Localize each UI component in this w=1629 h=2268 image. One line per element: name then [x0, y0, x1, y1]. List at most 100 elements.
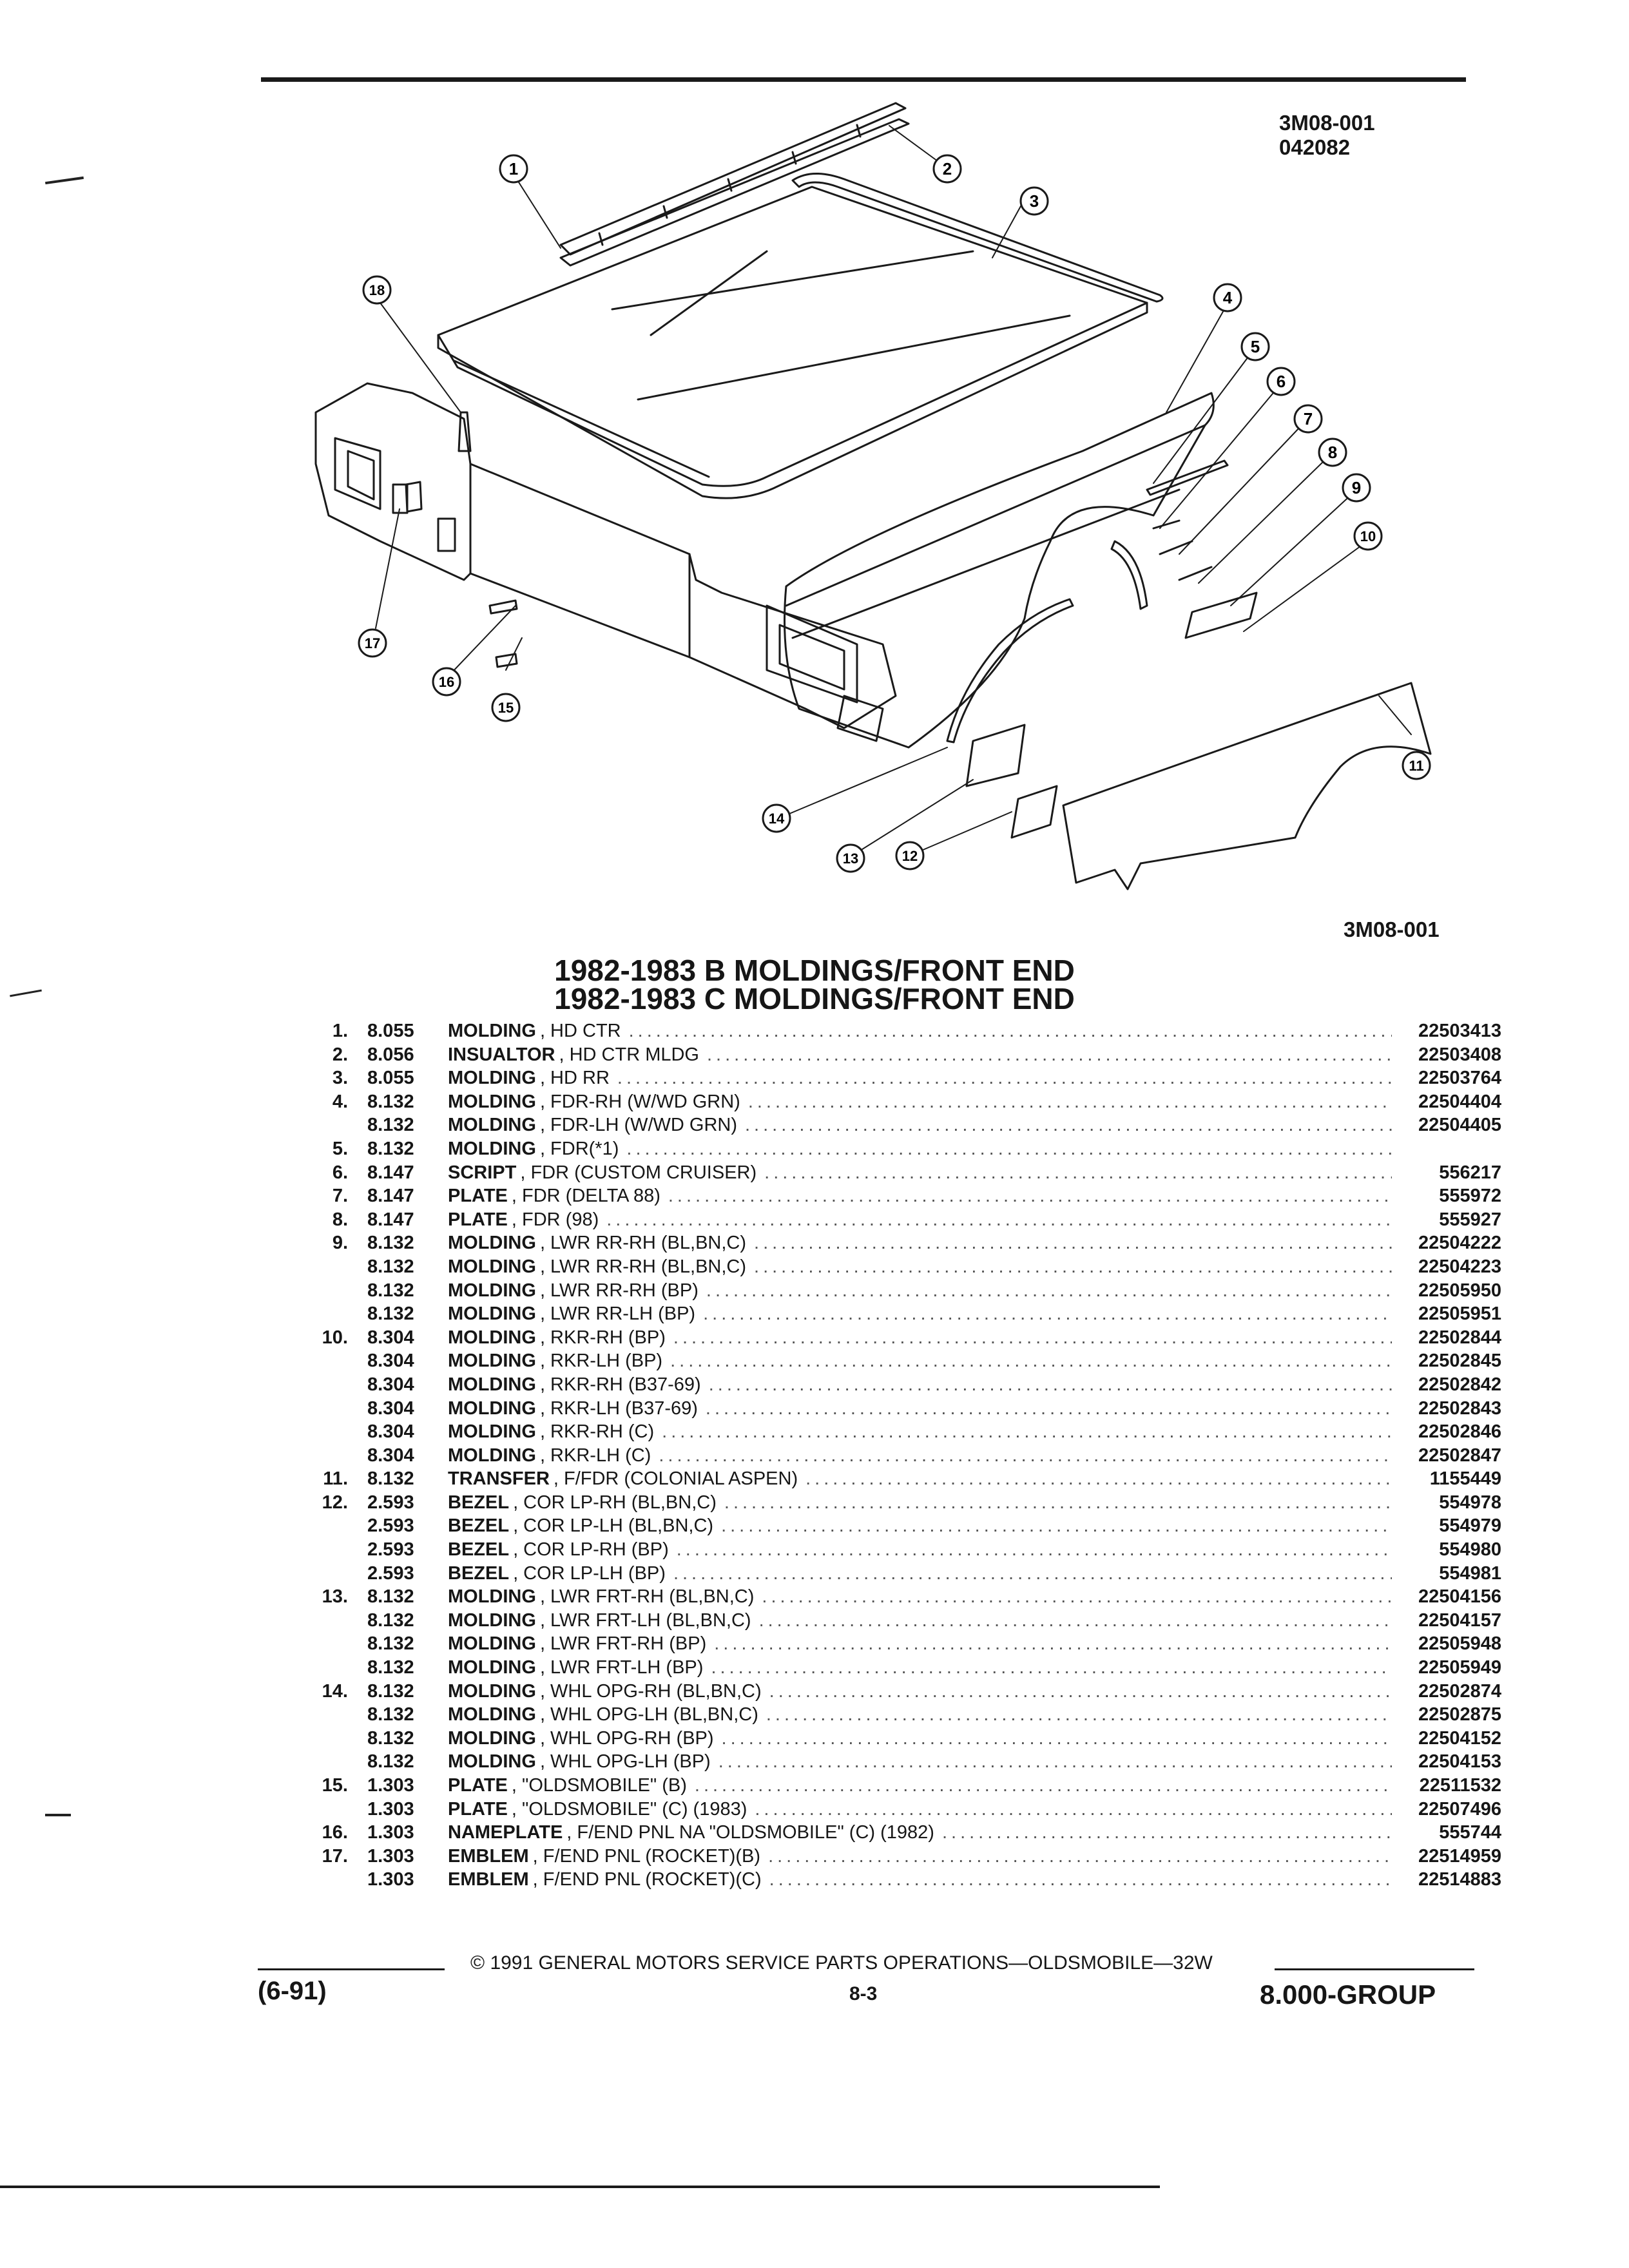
fender-trim-items	[1146, 459, 1258, 639]
part-description: , RKR-LH (BP)	[539, 1350, 663, 1372]
part-description: , WHL OPG-RH (BP)	[539, 1727, 714, 1749]
fender-transfer	[1062, 682, 1432, 890]
group-number: 8.132	[367, 1704, 414, 1725]
part-number: 22514883	[1418, 1869, 1501, 1890]
part-name: MOLDING	[448, 1233, 536, 1254]
group-number: 8.304	[367, 1398, 414, 1419]
exploded-parts-diagram: 1 2 3 4 5 6 7 8 9 10 11 12 13 14 15 16 1…	[314, 102, 1432, 890]
callout-6: 6	[1266, 367, 1296, 396]
part-description: , RKR-RH (C)	[539, 1421, 655, 1443]
part-name: MOLDING	[448, 1327, 536, 1348]
part-number: 22502847	[1418, 1445, 1501, 1466]
item-number: 11.	[323, 1468, 348, 1490]
bottom-rule	[0, 2186, 1160, 2188]
group-number: 8.147	[367, 1186, 414, 1207]
part-name: BEZEL	[448, 1492, 510, 1513]
part-name: SCRIPT	[448, 1162, 517, 1183]
dot-leader	[666, 1326, 1392, 1350]
item-number: 13.	[322, 1586, 348, 1608]
group-number: 8.304	[367, 1421, 414, 1443]
part-number: 22511532	[1419, 1775, 1501, 1796]
part-number: 555927	[1439, 1209, 1501, 1230]
part-number: 22502844	[1418, 1327, 1501, 1348]
callout-18: 18	[362, 275, 392, 305]
group-number: 1.303	[367, 1798, 414, 1820]
dot-leader	[619, 1137, 1392, 1161]
part-description: , HD CTR MLDG	[559, 1044, 699, 1065]
part-description: , COR LP-RH (BP)	[513, 1539, 669, 1561]
group-number: 8.304	[367, 1327, 414, 1348]
item-number: 14.	[322, 1680, 348, 1702]
part-name: PLATE	[448, 1775, 508, 1796]
item-number: 7.	[332, 1186, 348, 1207]
hood-panel	[437, 186, 1148, 499]
part-description: , LWR RR-RH (BL,BN,C)	[539, 1256, 747, 1277]
part-number: 554979	[1439, 1515, 1501, 1537]
item-number: 4.	[332, 1091, 348, 1112]
part-description: , F/FDR (COLONIAL ASPEN)	[553, 1468, 798, 1490]
part-description: , RKR-LH (C)	[539, 1445, 651, 1466]
group-number: 8.132	[367, 1657, 414, 1678]
group-number: 2.593	[367, 1562, 414, 1584]
dot-leader	[654, 1420, 1392, 1444]
group-number: 8.132	[367, 1633, 414, 1655]
part-number: 22502842	[1418, 1374, 1501, 1395]
footer-rule-right	[1275, 1968, 1474, 1970]
callout-13: 13	[836, 843, 865, 873]
group-number: 8.132	[367, 1280, 414, 1301]
item-number: 16.	[322, 1822, 348, 1843]
group-number: 1.303	[367, 1775, 414, 1796]
dot-leader	[687, 1774, 1392, 1798]
part-number: 22504152	[1418, 1727, 1501, 1749]
oldsmobile-nameplate	[495, 653, 518, 668]
callout-4: 4	[1213, 283, 1242, 312]
svg-text:4: 4	[1223, 288, 1233, 307]
part-description: , FDR-RH (W/WD GRN)	[539, 1091, 740, 1112]
dot-leader	[747, 1798, 1392, 1821]
group-number: 8.132	[367, 1303, 414, 1325]
dot-leader	[760, 1845, 1392, 1869]
callout-2: 2	[932, 154, 962, 184]
part-name: MOLDING	[448, 1115, 536, 1136]
dot-leader	[698, 1397, 1392, 1421]
dot-leader	[757, 1161, 1392, 1185]
group-number: 8.304	[367, 1350, 414, 1372]
top-rule	[261, 77, 1466, 82]
group-number: 8.132	[367, 1256, 414, 1277]
part-name: MOLDING	[448, 1421, 536, 1443]
part-name: NAMEPLATE	[448, 1822, 563, 1843]
figure-label: 3M08-001	[1344, 918, 1440, 941]
group-number: 2.593	[367, 1492, 414, 1513]
dot-leader	[701, 1373, 1392, 1397]
reference-codes: 3M08-001 042082	[1279, 111, 1375, 160]
part-number: 556217	[1439, 1162, 1501, 1183]
front-end-panel	[314, 382, 897, 729]
hood-center-molding	[559, 102, 910, 267]
part-description: , F/END PNL (ROCKET)(B)	[532, 1845, 761, 1867]
part-number: 554978	[1439, 1492, 1501, 1513]
part-number: 22504223	[1418, 1256, 1501, 1277]
svg-text:7: 7	[1304, 409, 1313, 428]
group-label: 8.000-GROUP	[1260, 1979, 1436, 2010]
callout-11: 11	[1402, 751, 1431, 780]
part-description: , FDR(*1)	[539, 1138, 619, 1159]
part-name: MOLDING	[448, 1680, 536, 1702]
part-description: , LWR FRT-LH (BP)	[539, 1657, 704, 1678]
revision-date: (6-91)	[258, 1977, 327, 2005]
callout-1: 1	[499, 154, 528, 184]
svg-text:17: 17	[365, 635, 380, 651]
dot-leader	[751, 1609, 1392, 1633]
part-name: MOLDING	[448, 1751, 536, 1773]
svg-text:15: 15	[498, 700, 514, 716]
part-number: 22502846	[1418, 1421, 1501, 1443]
